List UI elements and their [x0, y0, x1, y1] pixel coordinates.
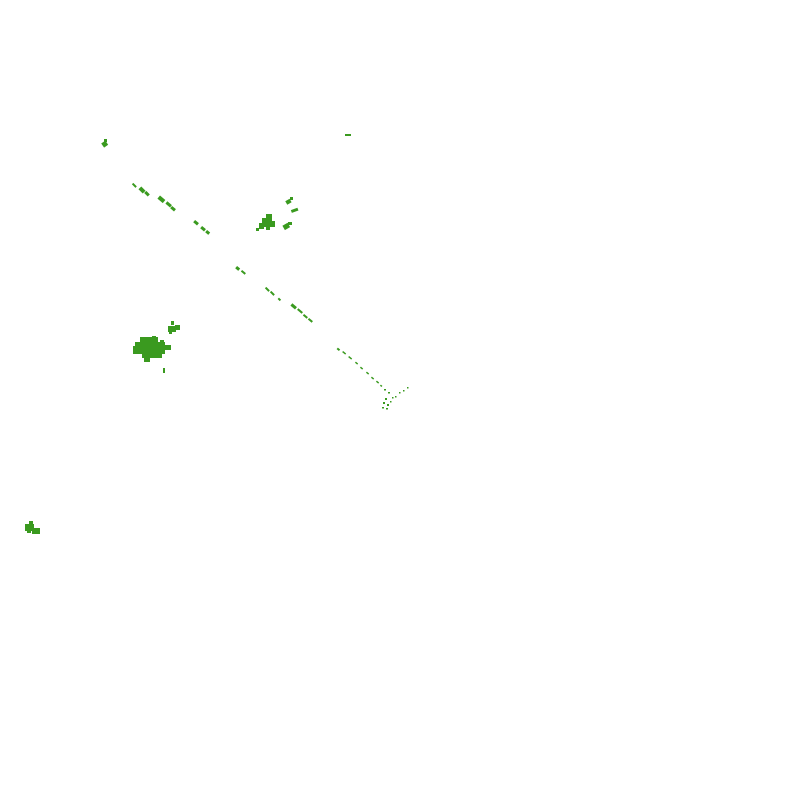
patch-large-left [133, 321, 180, 373]
patch-top-left [101, 139, 109, 148]
patch-center-speckles [382, 387, 409, 410]
vegetation-features [25, 134, 409, 534]
diagonal-corridor [131, 182, 390, 394]
patch-top-center [345, 134, 351, 136]
patch-upper-middle [256, 197, 299, 231]
patch-lower-left [25, 521, 40, 534]
